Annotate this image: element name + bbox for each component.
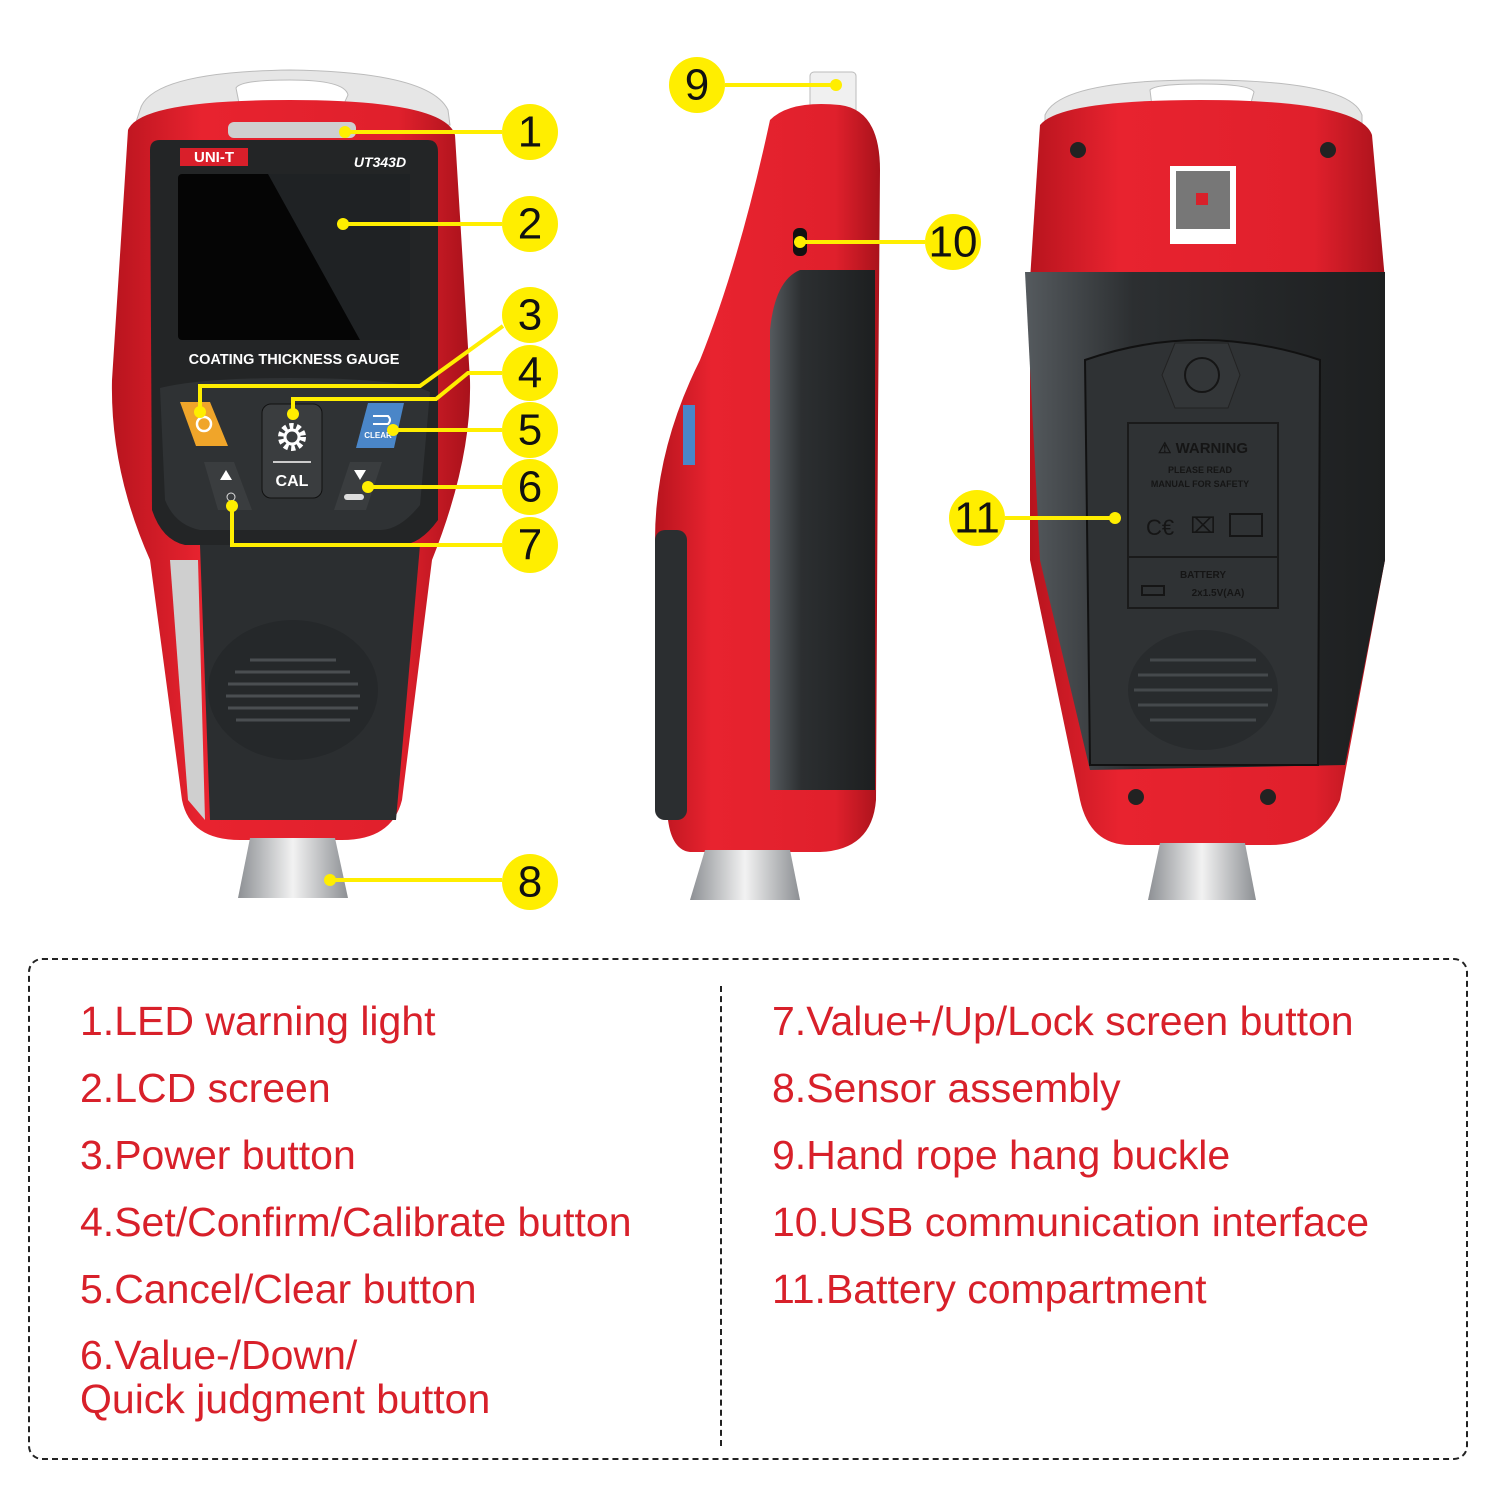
legend-item: 3.Power button xyxy=(80,1132,356,1178)
legend-item: 8.Sensor assembly xyxy=(772,1065,1121,1111)
speaker-grille xyxy=(208,620,378,760)
model-label: UT343D xyxy=(354,154,406,170)
warning-line-1: PLEASE READ xyxy=(1168,465,1233,475)
svg-text:7: 7 xyxy=(518,521,542,570)
screw-icon xyxy=(1184,357,1220,393)
battery-spec: 2x1.5V(AA) xyxy=(1192,588,1245,599)
up-triangle-icon xyxy=(220,470,232,480)
power-button xyxy=(180,402,228,446)
legend-left-column: 1.LED warning light 2.LCD screen 3.Power… xyxy=(80,998,632,1441)
back-arrow-icon xyxy=(373,415,391,425)
down-triangle-icon xyxy=(354,470,366,480)
legend-item: 9.Hand rope hang buckle xyxy=(772,1132,1231,1178)
clear-button: CLEAR xyxy=(356,403,404,448)
callout-11: 11 xyxy=(949,490,1005,546)
legend-item: 10.USB communication interface xyxy=(772,1199,1370,1245)
svg-text:⚠ WARNING: ⚠ WARNING xyxy=(1158,440,1248,457)
warning-line-2: MANUAL FOR SAFETY xyxy=(1151,479,1249,489)
svg-text:9: 9 xyxy=(685,61,709,110)
legend-item: 2.LCD screen xyxy=(80,1065,331,1111)
front-view-device: UNI-T UT343D COATING THICKNESS GAUGE CAL… xyxy=(111,69,471,898)
svg-text:3: 3 xyxy=(518,291,542,340)
car-icon xyxy=(344,494,364,500)
svg-text:8: 8 xyxy=(518,858,542,907)
power-icon xyxy=(195,415,213,433)
back-view-device: ⚠ WARNING PLEASE READ MANUAL FOR SAFETY … xyxy=(1025,79,1385,900)
legend-item: 6.Value-/Down/ Quick judgment button xyxy=(80,1332,491,1422)
callout-10: 10 xyxy=(925,214,981,270)
legend-item: 4.Set/Confirm/Calibrate button xyxy=(80,1199,632,1245)
callout-5: 5 xyxy=(502,402,558,458)
callout-4: 4 xyxy=(502,345,558,401)
side-view-device xyxy=(655,71,880,900)
svg-text:5: 5 xyxy=(518,406,542,455)
callout-7: 7 xyxy=(502,517,558,573)
gear-icon xyxy=(278,423,306,451)
legend-right-column: 7.Value+/Up/Lock screen button 8.Sensor … xyxy=(772,998,1369,1333)
brand-logo: UNI-T xyxy=(194,149,234,166)
ce-mark-icon: C€ xyxy=(1146,515,1174,540)
callout-6: 6 xyxy=(502,459,558,515)
legend-item: 1.LED warning light xyxy=(80,998,436,1044)
manual-book-icon xyxy=(1229,513,1263,537)
callout-badges: 1 2 3 4 5 6 7 8 9 10 11 xyxy=(502,57,1005,910)
warning-title: WARNING xyxy=(1176,440,1249,457)
legend-item: 5.Cancel/Clear button xyxy=(80,1266,477,1312)
callout-2: 2 xyxy=(502,196,558,252)
clear-label: CLEAR xyxy=(364,431,392,440)
leader-dots xyxy=(194,79,1121,886)
warning-triangle-icon: ⚠ xyxy=(1158,440,1176,457)
legend-item: 7.Value+/Up/Lock screen button xyxy=(772,998,1354,1044)
callout-9: 9 xyxy=(669,57,725,113)
down-judgment-button xyxy=(334,462,382,510)
sensor-assembly xyxy=(238,838,348,898)
svg-text:10: 10 xyxy=(929,218,978,267)
svg-text:2: 2 xyxy=(518,200,542,249)
svg-text:4: 4 xyxy=(518,349,542,398)
product-diagram: UNI-T UT343D COATING THICKNESS GAUGE CAL… xyxy=(111,57,1385,910)
battery-label: BATTERY xyxy=(1180,570,1226,581)
legend-divider xyxy=(720,986,722,1446)
svg-text:1: 1 xyxy=(518,108,542,157)
set-cal-button: CAL xyxy=(261,403,323,499)
leader-lines xyxy=(198,83,1115,882)
cal-label: CAL xyxy=(276,473,309,490)
svg-text:6: 6 xyxy=(518,463,542,512)
battery-icon xyxy=(1141,585,1165,596)
product-name-label: COATING THICKNESS GAUGE xyxy=(189,352,400,368)
svg-text:11: 11 xyxy=(954,494,1000,543)
callout-3: 3 xyxy=(502,287,558,343)
led-warning-light xyxy=(228,122,356,138)
legend-item: 11.Battery compartment xyxy=(772,1266,1207,1312)
callout-1: 1 xyxy=(502,104,558,160)
legend-box: 1.LED warning light 2.LCD screen 3.Power… xyxy=(28,958,1468,1460)
weee-bin-icon: ⌧ xyxy=(1190,514,1215,539)
callout-8: 8 xyxy=(502,854,558,910)
